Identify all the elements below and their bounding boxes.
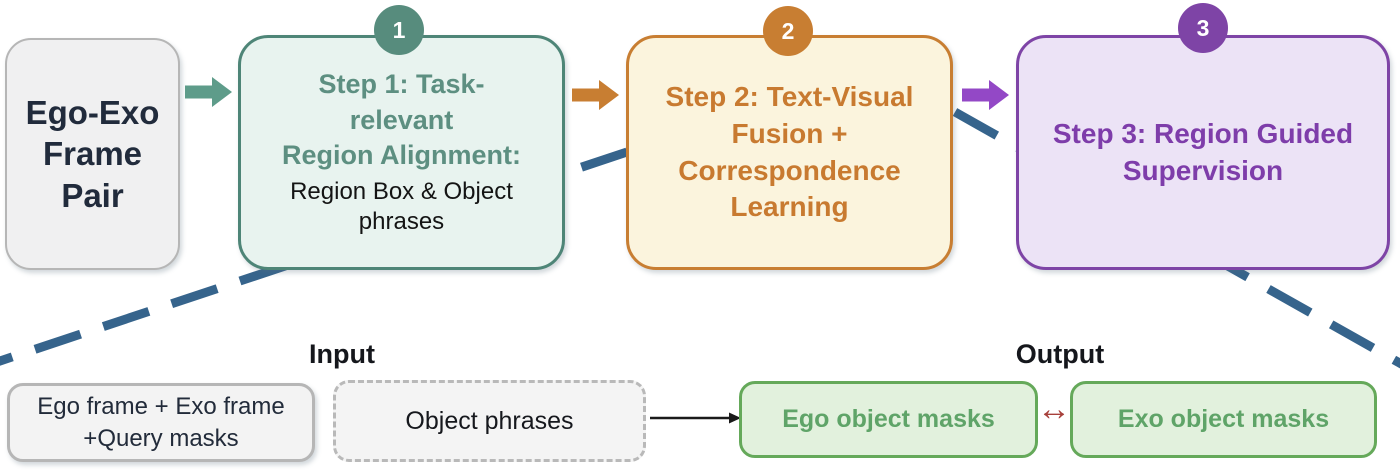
step3-box: Step 3: Region Guided Supervision [1016, 35, 1390, 270]
object-phrases-label: Object phrases [405, 406, 574, 435]
arrow-step2-to-step3-icon [962, 80, 1009, 110]
step1-title-line: relevant [349, 104, 454, 135]
input-frames-line: +Query masks [83, 424, 239, 452]
step3-number-badge: 3 [1178, 3, 1228, 53]
step2-title-line: Learning [730, 191, 849, 223]
step3-title-line: Supervision [1122, 154, 1284, 186]
step1-number-badge: 1 [374, 5, 424, 55]
source-box-line: Frame [42, 135, 143, 173]
object-phrases-box: Object phrases [333, 380, 646, 462]
step1-title-line: Step 1: Task- [318, 69, 485, 100]
arrow-source-to-step1-icon [185, 77, 232, 107]
ego-object-masks-label: Ego object masks [782, 405, 995, 433]
step1-subtitle-line: phrases [358, 208, 445, 236]
step2-box: Step 2: Text-Visual Fusion + Corresponde… [626, 35, 953, 270]
step2-title-line: Correspondence [678, 154, 901, 186]
arrow-input-to-output-icon [650, 412, 741, 424]
exo-object-masks-box: Exo object masks [1070, 381, 1377, 458]
input-frames-line: Ego frame + Exo frame [37, 393, 285, 421]
source-box-line: Pair [61, 176, 124, 214]
step2-title: Step 2: Text-Visual Fusion + Corresponde… [666, 79, 914, 227]
source-box-line: Ego-Exo [25, 93, 160, 131]
ego-object-masks-box: Ego object masks [739, 381, 1038, 458]
step1-subtitle: Region Box & Object phrases [290, 177, 513, 238]
step1-title-line: Region Alignment: [282, 140, 521, 171]
step2-number-badge: 2 [763, 6, 813, 56]
step1-box: Step 1: Task- relevant Region Alignment:… [238, 35, 565, 270]
step1-title: Step 1: Task- relevant Region Alignment: [282, 67, 521, 174]
output-section-label: Output [1015, 339, 1105, 369]
ego-exo-frame-pair-box: Ego-Exo Frame Pair [5, 38, 180, 270]
bidirectional-arrow-icon: ↔ [1037, 390, 1071, 428]
input-frames-box: Ego frame + Exo frame +Query masks [7, 383, 315, 462]
step2-title-line: Step 2: Text-Visual [665, 80, 914, 112]
arrow-step1-to-step2-icon [572, 80, 619, 110]
step3-title-line: Step 3: Region Guided [1052, 117, 1354, 149]
step3-title: Step 3: Region Guided Supervision [1053, 116, 1353, 190]
exo-object-masks-label: Exo object masks [1117, 405, 1330, 433]
input-section-label: Input [309, 339, 375, 369]
step2-title-line: Fusion + [731, 117, 848, 149]
step1-subtitle-line: Region Box & Object [290, 177, 513, 205]
